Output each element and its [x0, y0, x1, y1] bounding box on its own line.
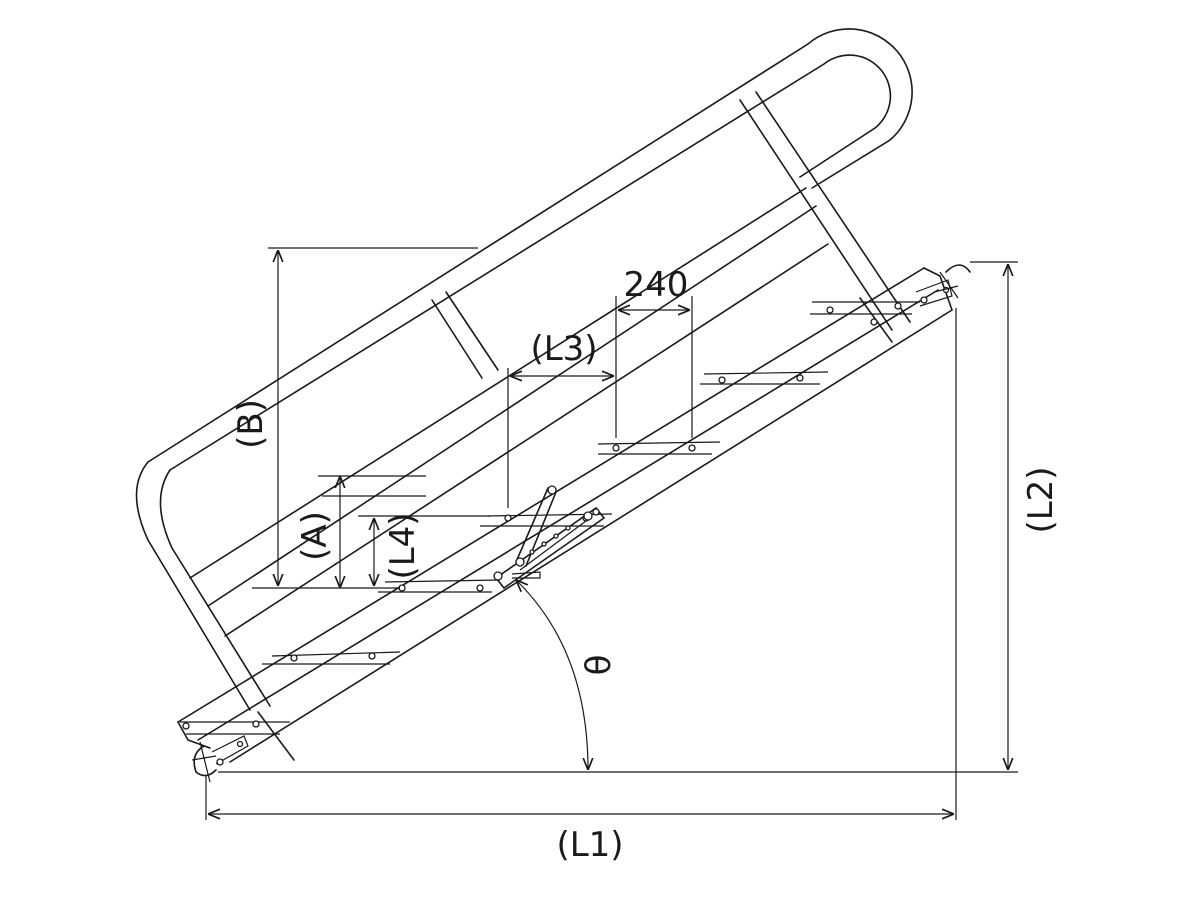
dimension-L3: (L3)	[507, 296, 617, 508]
label-L3: (L3)	[530, 329, 597, 369]
bolt-hole	[870, 318, 878, 326]
label-L1: (L1)	[556, 825, 623, 865]
label-B: (B)	[231, 399, 271, 449]
handrail	[135, 28, 913, 711]
bolt-hole	[290, 654, 298, 662]
label-A: (A)	[295, 511, 335, 561]
bolt-hole	[182, 722, 190, 730]
bolt-hole	[688, 444, 696, 452]
top-hook	[915, 264, 971, 307]
dimension-240: 240	[618, 265, 693, 438]
bolt-hole	[504, 514, 512, 522]
bottom-hook	[191, 735, 249, 783]
dimension-L4: (L4)	[358, 512, 490, 586]
label-L2: (L2)	[1021, 466, 1061, 533]
bolt-hole	[826, 306, 834, 314]
handrail-posts	[431, 91, 911, 379]
label-240: 240	[624, 265, 689, 305]
angle-theta: θ	[516, 580, 619, 770]
bolt-hole	[476, 584, 484, 592]
dimension-B: (B)	[231, 247, 478, 589]
bolt-hole	[796, 374, 804, 382]
dimension-L1: (L1)	[205, 308, 957, 865]
bolt-hole	[368, 652, 376, 660]
label-theta: θ	[579, 655, 619, 676]
treads	[180, 301, 920, 735]
label-L4: (L4)	[383, 512, 423, 579]
dimension-L2: (L2)	[218, 261, 1061, 773]
bolt-hole	[718, 376, 726, 384]
dimension-A: (A)	[295, 475, 426, 588]
angle-adjuster-bracket	[493, 485, 606, 590]
bolt-hole	[612, 444, 620, 452]
mid-rails	[189, 187, 829, 637]
bolt-hole	[252, 720, 260, 728]
bolt-hole	[894, 302, 902, 310]
